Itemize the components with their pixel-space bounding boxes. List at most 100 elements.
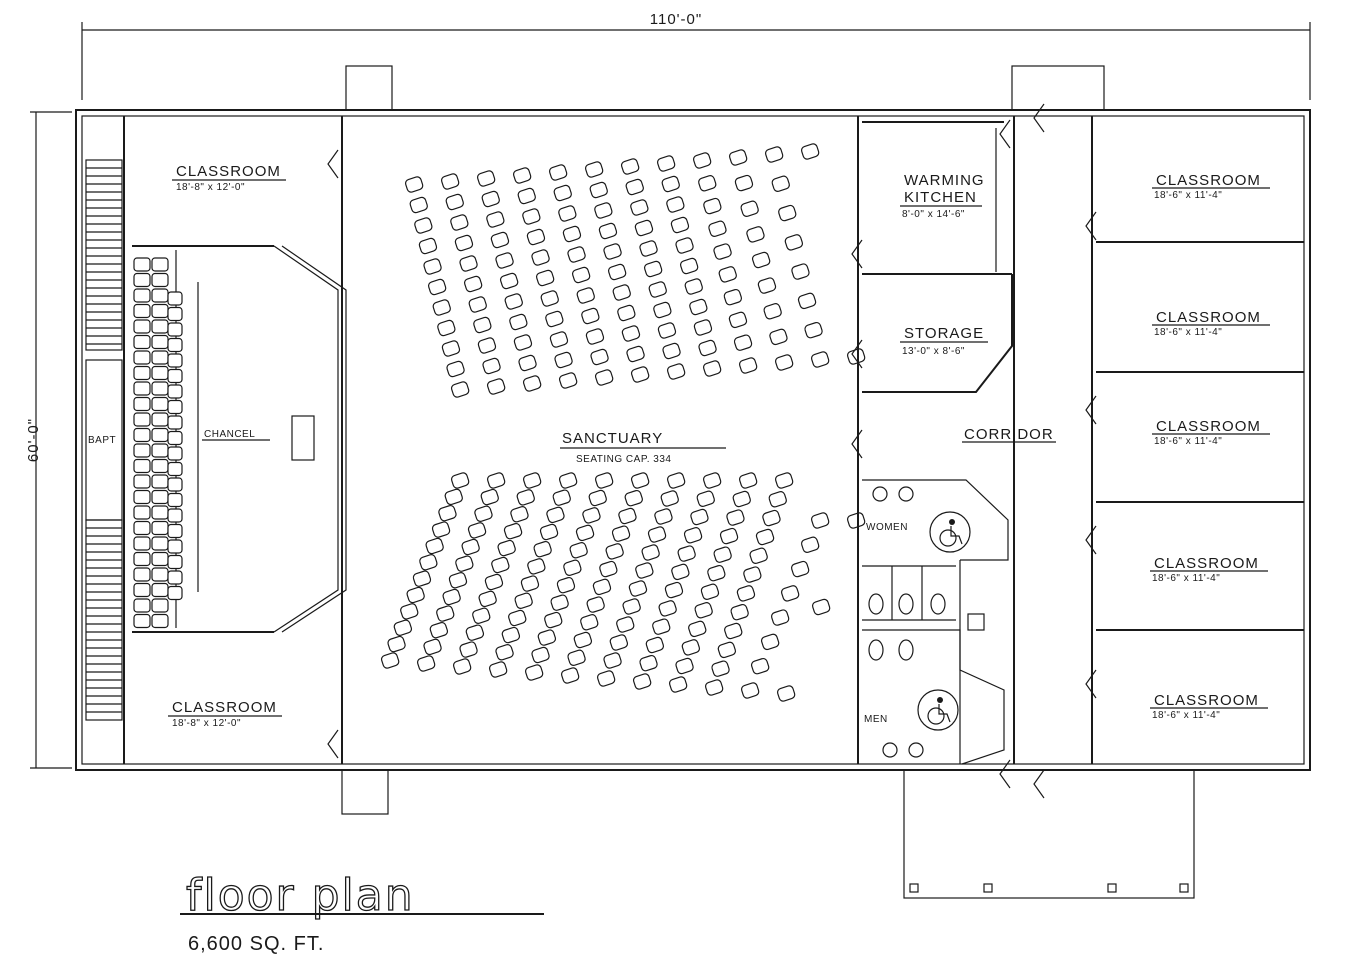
sanctuary-seat <box>531 646 550 664</box>
sanctuary-seat <box>459 641 478 658</box>
choir-seat <box>133 582 151 598</box>
sanctuary-seat <box>444 488 463 506</box>
sanctuary-seat <box>527 558 546 575</box>
sanctuary-seat <box>545 310 564 328</box>
sanctuary-seat <box>688 620 707 638</box>
sanctuary-seat <box>603 652 622 669</box>
choir-seat <box>151 303 169 319</box>
restroom-fixtures <box>868 486 946 758</box>
room-name: CLASSROOM <box>172 699 277 716</box>
sanctuary-seat <box>504 293 523 310</box>
overall-width-dimension: 110'-0" <box>650 11 702 28</box>
choir-seat <box>133 598 151 613</box>
choir-seat <box>133 396 151 412</box>
sanctuary-seat <box>520 575 540 592</box>
room-warming-kitchen: WARMING KITCHEN 8'-0" x 14'-6" <box>900 172 985 220</box>
sink <box>872 486 888 502</box>
east-zone-walls <box>857 116 1304 765</box>
sanctuary-seat <box>556 576 576 594</box>
sanctuary-seat <box>416 655 436 672</box>
porches <box>341 65 1195 899</box>
sanctuary-seat <box>488 661 508 678</box>
sink <box>908 742 924 758</box>
choir-seat <box>167 446 183 461</box>
sanctuary-seat <box>630 199 649 216</box>
choir-seat <box>167 461 183 477</box>
sanctuary-seat <box>810 512 830 529</box>
choir-seat <box>151 365 169 381</box>
room-name: CLASSROOM <box>1156 172 1261 189</box>
sanctuary-seat <box>522 375 542 392</box>
sanctuary-seat <box>580 614 599 631</box>
choir-seat <box>151 257 169 272</box>
sanctuary-seat <box>768 491 787 508</box>
room-classroom-nw: CLASSROOM 18'-8" x 12'-0" <box>172 163 286 193</box>
door-swing <box>851 339 863 369</box>
sanctuary-seat <box>611 525 631 542</box>
choir-seat <box>167 337 183 353</box>
door-swing <box>999 759 1011 789</box>
sanctuary-seat <box>718 266 737 283</box>
choir-seat <box>151 536 169 551</box>
sanctuary-seat <box>643 260 663 278</box>
stair-run <box>85 159 123 351</box>
toilet <box>868 593 884 615</box>
sanctuary-seat <box>599 560 618 578</box>
sanctuary-seat <box>664 581 684 599</box>
sanctuary-seat <box>473 316 492 334</box>
room-name-line1: WARMING <box>904 172 985 189</box>
sanctuary-seat <box>733 334 753 351</box>
door-swing <box>1033 769 1045 799</box>
sanctuary-seat <box>499 272 519 290</box>
sanctuary-seat <box>675 657 694 675</box>
sanctuary-seat <box>486 211 505 228</box>
sanctuary-seat <box>478 590 497 608</box>
choir-seat <box>151 288 169 303</box>
sanctuary-seat <box>575 524 595 542</box>
choir-seat <box>133 613 151 629</box>
sanctuary-seat <box>719 527 739 545</box>
sanctuary-seat <box>452 658 472 675</box>
room-name: STORAGE <box>904 325 984 342</box>
room-name: CLASSROOM <box>1156 418 1261 435</box>
sanctuary-seat <box>450 214 469 231</box>
choir-seat <box>133 412 151 427</box>
choir-seat <box>167 322 183 337</box>
sanctuary-seat <box>461 538 480 556</box>
room-classroom-e4: CLASSROOM 18'-6" x 11'-4" <box>1150 555 1268 584</box>
room-size: 18'-8" x 12'-0" <box>176 182 245 193</box>
choir-seat <box>133 350 151 365</box>
sanctuary-seat <box>560 667 580 684</box>
sanctuary-seat <box>698 175 717 192</box>
sanctuary-seat <box>743 566 762 583</box>
sanctuary-seat <box>552 489 571 506</box>
sanctuary-seat <box>465 624 485 641</box>
door-swing <box>1085 669 1097 699</box>
choir-seat <box>151 458 169 474</box>
sanctuary-seat <box>450 472 470 489</box>
choir-seat <box>133 257 151 272</box>
toilet <box>868 639 884 661</box>
choir-seat <box>151 381 169 396</box>
sanctuary-seat <box>544 611 563 629</box>
room-storage: STORAGE 13'-0" x 8'-6" <box>900 325 988 357</box>
sanctuary-seat <box>588 489 607 507</box>
sanctuary-seat <box>437 319 456 337</box>
sanctuary-seating <box>380 143 866 702</box>
sanctuary-seat <box>468 296 487 313</box>
sanctuary-seat <box>406 586 425 604</box>
sanctuary-seat <box>567 649 586 666</box>
choir-seat <box>133 536 151 551</box>
sanctuary-seat <box>594 369 614 386</box>
sanctuary-seat <box>474 505 493 522</box>
sanctuary-seat <box>668 676 688 693</box>
sanctuary-seat <box>605 543 624 560</box>
sanctuary-seat <box>690 508 709 526</box>
choir-seat <box>133 427 151 443</box>
sanctuary-seat <box>445 193 464 211</box>
sanctuary-seat <box>404 176 424 193</box>
room-name: CHANCEL <box>204 429 255 440</box>
sanctuary-seat <box>732 490 751 508</box>
exterior-walls <box>75 109 1311 771</box>
sanctuary-seat <box>755 528 775 546</box>
